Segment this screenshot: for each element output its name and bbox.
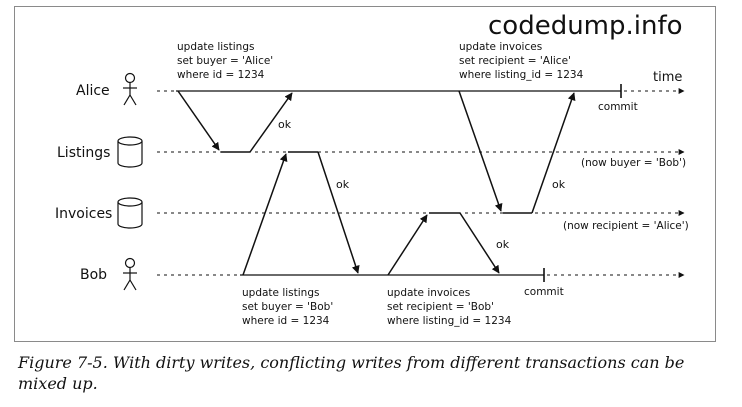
actor-label-bob: Bob [80, 267, 107, 283]
alice-write-invoices-l2: set recipient = 'Alice' [459, 55, 571, 67]
actor-label-invoices: Invoices [55, 206, 112, 222]
ok-listings-bob: ok [336, 178, 350, 191]
alice-write-invoices-l3: where listing_id = 1234 [459, 69, 584, 81]
actor-label-listings: Listings [57, 145, 110, 161]
note-listings-final: (now buyer = 'Bob') [581, 157, 686, 169]
bob-write-listings-l2: set buyer = 'Bob' [242, 301, 333, 313]
bob-write-listings-l1: update listings [242, 287, 319, 299]
bob-write-invoices-l2: set recipient = 'Bob' [387, 301, 494, 313]
bob-write-invoices-l1: update invoices [387, 287, 470, 299]
commit-label-bob: commit [524, 286, 564, 298]
arrow-invoices-ok-alice [531, 92, 576, 214]
alice-write-listings-l1: update listings [177, 41, 254, 53]
arrow-alice-to-listings [177, 90, 220, 151]
ok-invoices-alice: ok [552, 178, 566, 191]
arrow-listings-ok-bob [317, 151, 360, 274]
ok-listings-alice: ok [278, 118, 292, 131]
person-icon-alice [123, 72, 137, 106]
note-invoices-final: (now recipient = 'Alice') [563, 220, 689, 232]
person-icon-bob [123, 257, 137, 291]
bob-write-invoices-l3: where listing_id = 1234 [387, 315, 512, 327]
figure-caption: Figure 7-5. With dirty writes, conflicti… [18, 353, 685, 393]
time-label: time [653, 70, 682, 85]
database-icon-invoices [117, 197, 143, 229]
arrow-listings-ok-alice [249, 92, 293, 153]
arrow-invoices-ok-bob [459, 212, 500, 274]
alice-write-listings-l2: set buyer = 'Alice' [177, 55, 273, 67]
arrow-bob-to-invoices [387, 214, 428, 276]
dirty-writes-diagram: codedump.info Alice time commit update l… [55, 11, 689, 327]
actor-label-alice: Alice [76, 83, 110, 99]
ok-invoices-bob: ok [496, 238, 510, 251]
arrow-alice-to-invoices [458, 90, 503, 212]
commit-label-alice: commit [598, 101, 638, 113]
alice-write-listings-l3: where id = 1234 [177, 69, 265, 81]
bob-write-listings-l3: where id = 1234 [242, 315, 330, 327]
database-icon-listings [117, 136, 143, 168]
figure-frame [14, 6, 716, 342]
arrow-bob-to-listings [242, 153, 288, 276]
watermark: codedump.info [488, 11, 683, 41]
alice-write-invoices-l1: update invoices [459, 41, 542, 53]
